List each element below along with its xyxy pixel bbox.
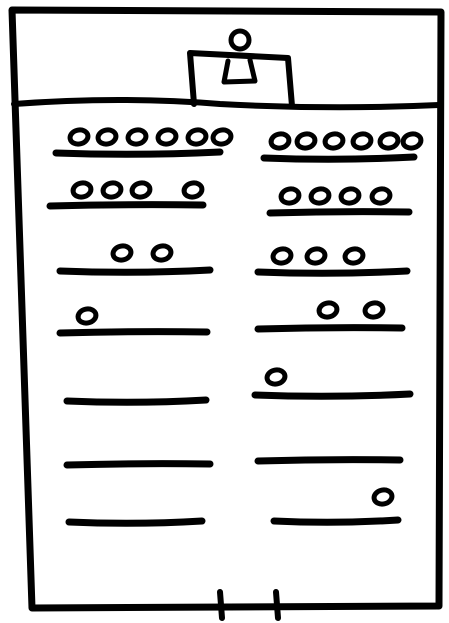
right-row-line [255, 394, 410, 396]
left-row-circle [77, 307, 98, 324]
right-row-line [258, 460, 400, 461]
figure-body [224, 60, 255, 82]
right-row-7 [274, 488, 398, 522]
right-row-circle [296, 132, 317, 149]
right-row-circle [270, 132, 291, 149]
right-row-circle [266, 368, 287, 385]
right-row-circle [373, 488, 394, 505]
right-row-1 [264, 132, 422, 159]
left-row-circle [97, 128, 118, 145]
right-row-circle [280, 187, 301, 204]
bottom-tick-mark [276, 592, 278, 618]
left-row-2 [50, 181, 203, 206]
right-row-3 [258, 247, 407, 273]
right-row-circle [364, 301, 385, 318]
right-row-2 [270, 187, 409, 213]
left-row-line [50, 205, 203, 206]
left-row-line [67, 464, 210, 465]
left-row-circle [127, 128, 148, 145]
left-row-line [60, 270, 210, 272]
right-row-circle [310, 187, 331, 204]
right-row-6 [258, 460, 400, 461]
right-row-circle [272, 247, 293, 264]
left-row-7 [69, 521, 202, 523]
left-row-circle [72, 181, 93, 198]
right-row-line [274, 520, 398, 522]
right-row-circle [340, 187, 361, 204]
right-row-circle [379, 132, 400, 149]
header-figure [190, 31, 292, 106]
left-row-circle [102, 181, 123, 198]
right-row-circle [352, 132, 373, 149]
right-row-circle [402, 132, 423, 149]
right-row-line [258, 271, 407, 273]
left-row-circle [112, 244, 133, 261]
right-row-4 [258, 301, 402, 329]
left-row-circle [183, 181, 204, 198]
header-divider [14, 100, 439, 107]
right-row-line [258, 328, 402, 329]
right-row-circle [318, 301, 339, 318]
right-row-5 [255, 368, 410, 396]
left-row-circle [212, 128, 233, 145]
left-row-circle [187, 128, 208, 145]
left-row-circle [152, 244, 173, 261]
right-column [255, 132, 422, 522]
left-row-line [67, 400, 206, 402]
left-row-circle [157, 128, 178, 145]
bottom-tick-mark [220, 592, 222, 618]
left-row-6 [67, 464, 210, 465]
right-row-line [264, 157, 414, 159]
left-row-circle [131, 181, 152, 198]
left-column [50, 128, 232, 523]
figure-head [231, 31, 249, 49]
right-row-circle [306, 247, 327, 264]
right-row-circle [344, 247, 365, 264]
left-row-5 [67, 400, 206, 402]
left-row-4 [60, 307, 207, 333]
left-row-3 [60, 244, 210, 272]
left-row-line [69, 521, 202, 523]
left-row-1 [56, 128, 232, 154]
right-row-line [270, 212, 409, 213]
left-row-line [60, 332, 207, 333]
right-row-circle [371, 187, 392, 204]
left-row-circle [69, 128, 90, 145]
right-row-circle [324, 132, 345, 149]
left-row-line [56, 152, 220, 154]
